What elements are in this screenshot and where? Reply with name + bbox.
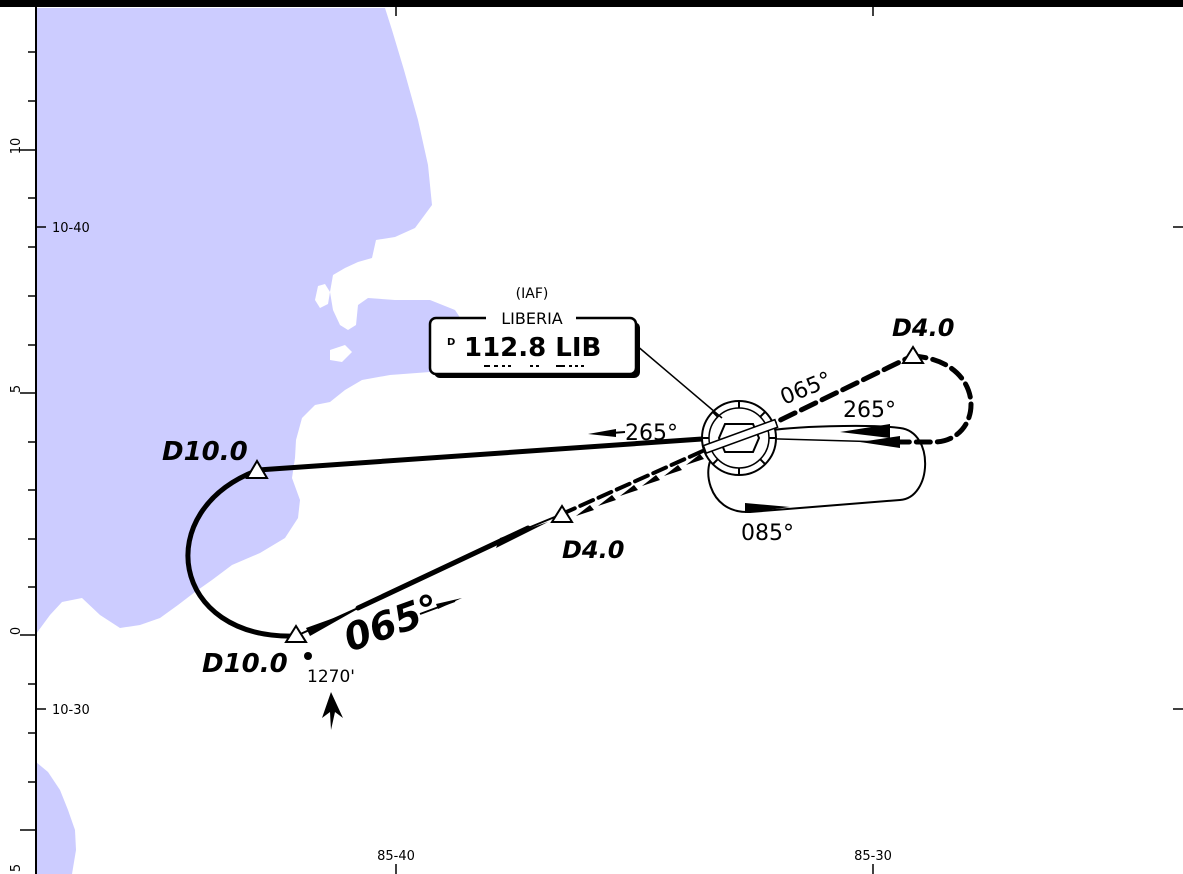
track-d4-to-vor	[560, 448, 707, 516]
scale-label-5-upper: 5	[9, 385, 24, 393]
track-outbound-265	[255, 436, 705, 473]
obstacle-elevation: 1270'	[307, 667, 355, 687]
dash-arrows-icon	[576, 454, 704, 516]
fix-d10-lower-icon	[284, 624, 308, 643]
lat-label-10-30: 10-30	[52, 703, 90, 718]
scale-label-0: 0	[9, 627, 24, 635]
water-body	[36, 8, 465, 874]
fix-d4-inbound-icon	[550, 504, 574, 523]
navaid-box: (IAF) LIBERIA D 112.8 LIB	[428, 286, 640, 378]
obstacle-arrow-icon	[322, 692, 343, 730]
course-hold-outbound-065: 065°	[777, 368, 836, 411]
navaid-iaf-label: (IAF)	[516, 286, 549, 302]
track-hold-turn-dashed	[882, 353, 974, 445]
scale-label-10: 10	[9, 138, 24, 155]
course-outbound-265: 265°	[625, 421, 678, 446]
sea-area-west	[36, 8, 465, 634]
left-scale	[20, 51, 36, 831]
island-2	[330, 345, 352, 362]
fix-label-d10-upper: D10.0	[162, 437, 248, 467]
sea-area-southwest	[36, 762, 76, 874]
left-scale-labels: 10 5 0 5	[9, 138, 24, 872]
arrow-265-icon	[588, 429, 616, 437]
navaid-dme-symbol: D	[447, 337, 455, 348]
fix-label-d10-lower: D10.0	[202, 649, 288, 679]
fix-symbols	[245, 345, 925, 643]
navaid-frequency-ident: 112.8 LIB	[464, 333, 601, 363]
fix-d10-upper-icon	[245, 459, 269, 479]
course-hold-085: 085°	[741, 521, 794, 546]
fix-label-d4-inbound: D4.0	[562, 536, 624, 564]
obstacle-dot-icon	[304, 652, 312, 660]
top-border	[0, 0, 1183, 7]
scale-label-5-lower: 5	[9, 864, 24, 872]
lon-label-85-40: 85-40	[377, 849, 415, 864]
direction-arrows	[306, 424, 900, 636]
navaid-name: LIBERIA	[501, 309, 563, 328]
navaid-leader-line	[635, 344, 723, 419]
lon-label-85-30: 85-30	[854, 849, 892, 864]
arrow-d10-lower-icon	[306, 610, 356, 636]
lat-label-10-40: 10-40	[52, 221, 90, 236]
arrow-inbound-icon	[496, 522, 548, 548]
fix-label-d4-outbound: D4.0	[892, 314, 954, 342]
vor-dme-icon	[701, 400, 779, 476]
fix-d4-outbound-icon	[901, 345, 925, 364]
arrow-hold-inbound2-icon	[860, 436, 900, 448]
track-hold-racetrack	[707, 424, 927, 514]
track-hold-outbound-dashed	[757, 353, 915, 433]
graticule-ticks	[36, 7, 1183, 874]
island	[315, 284, 330, 308]
course-hold-inbound-265: 265°	[843, 398, 896, 423]
arrow-hold-085-icon	[745, 503, 790, 513]
course-main-inbound: 065°	[338, 585, 445, 660]
track-procedure-turn	[185, 467, 299, 639]
arrow-hold-inbound-icon	[840, 424, 890, 438]
